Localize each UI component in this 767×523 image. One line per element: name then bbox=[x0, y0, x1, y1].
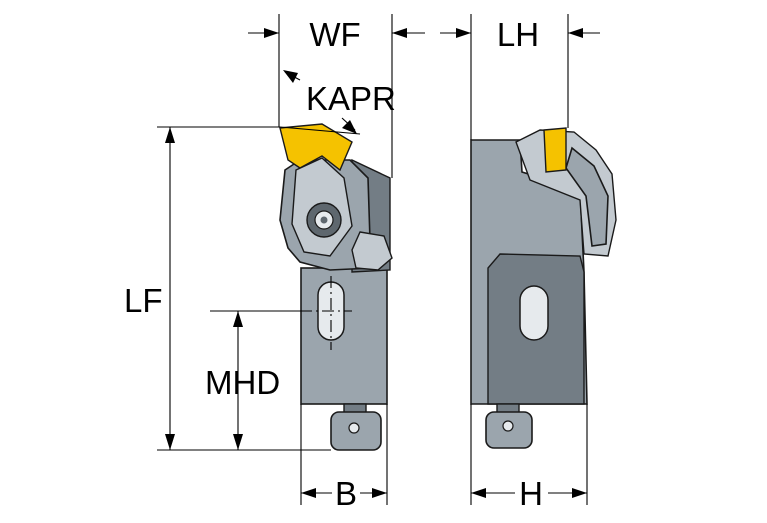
front-clamp bbox=[351, 231, 393, 271]
side-insert bbox=[543, 127, 567, 173]
side-view bbox=[470, 127, 617, 449]
front-shank bbox=[300, 267, 388, 405]
label-mhd: MHD bbox=[205, 364, 280, 401]
side-slot bbox=[519, 285, 549, 341]
label-wf: WF bbox=[309, 16, 360, 53]
front-insert bbox=[279, 123, 353, 172]
dimension-lines bbox=[157, 14, 600, 505]
label-kapr: KAPR bbox=[306, 80, 396, 117]
side-head-facets bbox=[565, 146, 609, 247]
label-lh: LH bbox=[497, 16, 539, 53]
label-h: H bbox=[519, 475, 543, 512]
label-b: B bbox=[335, 475, 357, 512]
front-view bbox=[279, 123, 393, 451]
label-lf: LF bbox=[124, 282, 163, 319]
